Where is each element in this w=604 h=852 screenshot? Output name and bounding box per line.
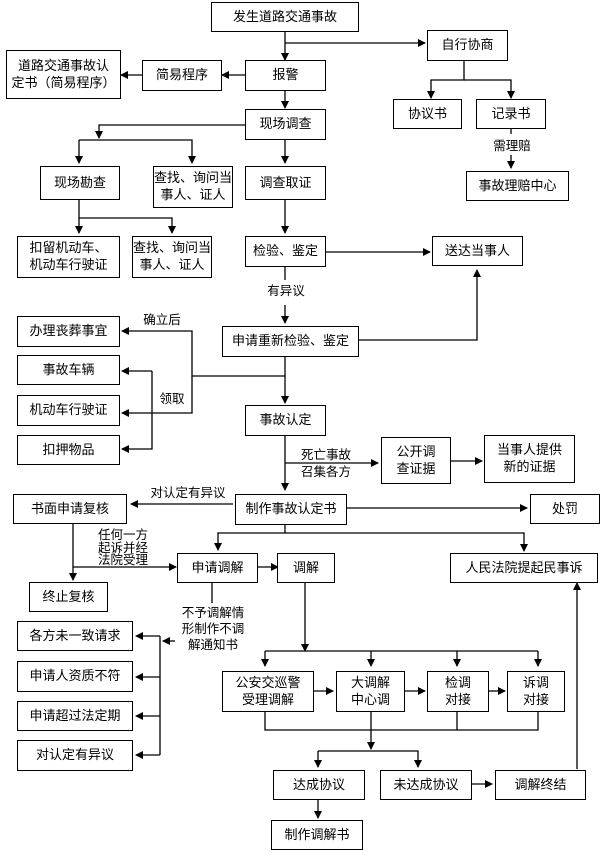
node-agreement: 协议书 [393,99,462,129]
label-death-case: 死亡事故 召集各方 [300,447,351,479]
node-reason-4: 对认定有异议 [17,740,133,771]
edge-branch-license [121,376,193,417]
node-self-negotiate: 自行协商 [427,30,508,61]
node-funeral: 办理丧葬事宜 [17,316,120,347]
label-after-confirm: 确立后 [143,312,181,327]
node-find-inquire-2: 查找、询问当 事人、证人 [132,236,212,278]
edge-makecert-civil [285,532,528,552]
edge-site-left [95,124,245,139]
edge-left-split [79,139,196,164]
label-need-claim: 需理赔 [493,138,531,153]
node-license: 机动车行驶证 [17,395,120,426]
node-determination: 事故认定 [245,405,326,436]
node-site-investigation: 现场调查 [245,109,326,140]
edge-results-split [318,750,422,768]
node-litigation: 诉调 对接 [507,671,565,712]
node-vehicle: 事故车辆 [17,355,120,385]
node-find-inquire-1: 查找、询问当 事人、证人 [153,166,233,208]
label-collect: 领取 [159,391,185,406]
label-any-party-sue: 任何一方 起诉并经 法院受理 [98,527,149,567]
label-objection: 有异议 [267,283,305,298]
edge-branch-left [121,327,285,377]
node-grand-med: 大调解 中心调 [336,671,405,712]
node-med-end: 调解终结 [495,770,586,800]
node-terminate-review: 终止复核 [29,582,108,612]
node-site-survey: 现场勘查 [40,166,120,200]
node-reason-2: 申请人资质不符 [17,661,133,692]
edge-survey-split [78,200,176,234]
node-civil-suit: 人民法院提起民事诉 [450,553,598,583]
node-inspect: 检验、鉴定 [245,236,326,267]
node-evidence: 调查取证 [245,166,326,200]
node-procuratorate: 检调 对接 [427,671,489,712]
node-new-evidence: 当事人提供 新的证据 [484,435,575,483]
node-public-evidence: 公开调 查证据 [381,437,451,484]
node-reason-1: 各方未一致请求 [17,621,133,651]
node-not-reached: 未达成协议 [380,770,472,800]
node-mediation: 调解 [277,553,335,583]
node-record: 记录书 [476,99,546,129]
edge-makecert-down [214,524,286,551]
node-simple-proc: 简易程序 [142,60,222,91]
edge-results-bus [264,712,539,731]
node-simple-cert: 道路交通事故认 定书（简易程序） [6,50,121,99]
node-apply-mediation: 申请调解 [177,553,258,583]
edge-selfnegotiate-record [464,79,515,99]
node-seized: 扣押物品 [17,435,120,465]
node-penalty: 处罚 [530,494,600,524]
label-dispute-cert: 对认定有异议 [150,485,226,500]
label-no-mediation: 不予调解情 形制作不调 解通知书 [181,605,245,652]
node-accident: 发生道路交通事故 [211,2,359,32]
node-reason-3: 申请超过法定期 [17,701,133,731]
node-make-cert: 制作事故认定书 [235,494,347,525]
node-reached: 达成协议 [273,770,365,800]
edge-branch-collect [121,371,153,453]
node-claim-center: 事故理赔中心 [466,171,569,201]
node-written-review: 书面申请复核 [13,494,127,524]
node-reinspect: 申请重新检验、鉴定 [222,326,359,357]
node-police-med: 公安交巡警 受理调解 [222,671,314,712]
node-detain: 扣留机动车、 机动车行驶证 [17,236,120,278]
edge-selfnegotiate-split [427,60,465,99]
node-make-med-doc: 制作调解书 [271,820,363,850]
node-deliver: 送达当事人 [432,236,523,266]
edge-reinspect-deliver [359,269,481,341]
node-report: 报警 [245,60,326,91]
